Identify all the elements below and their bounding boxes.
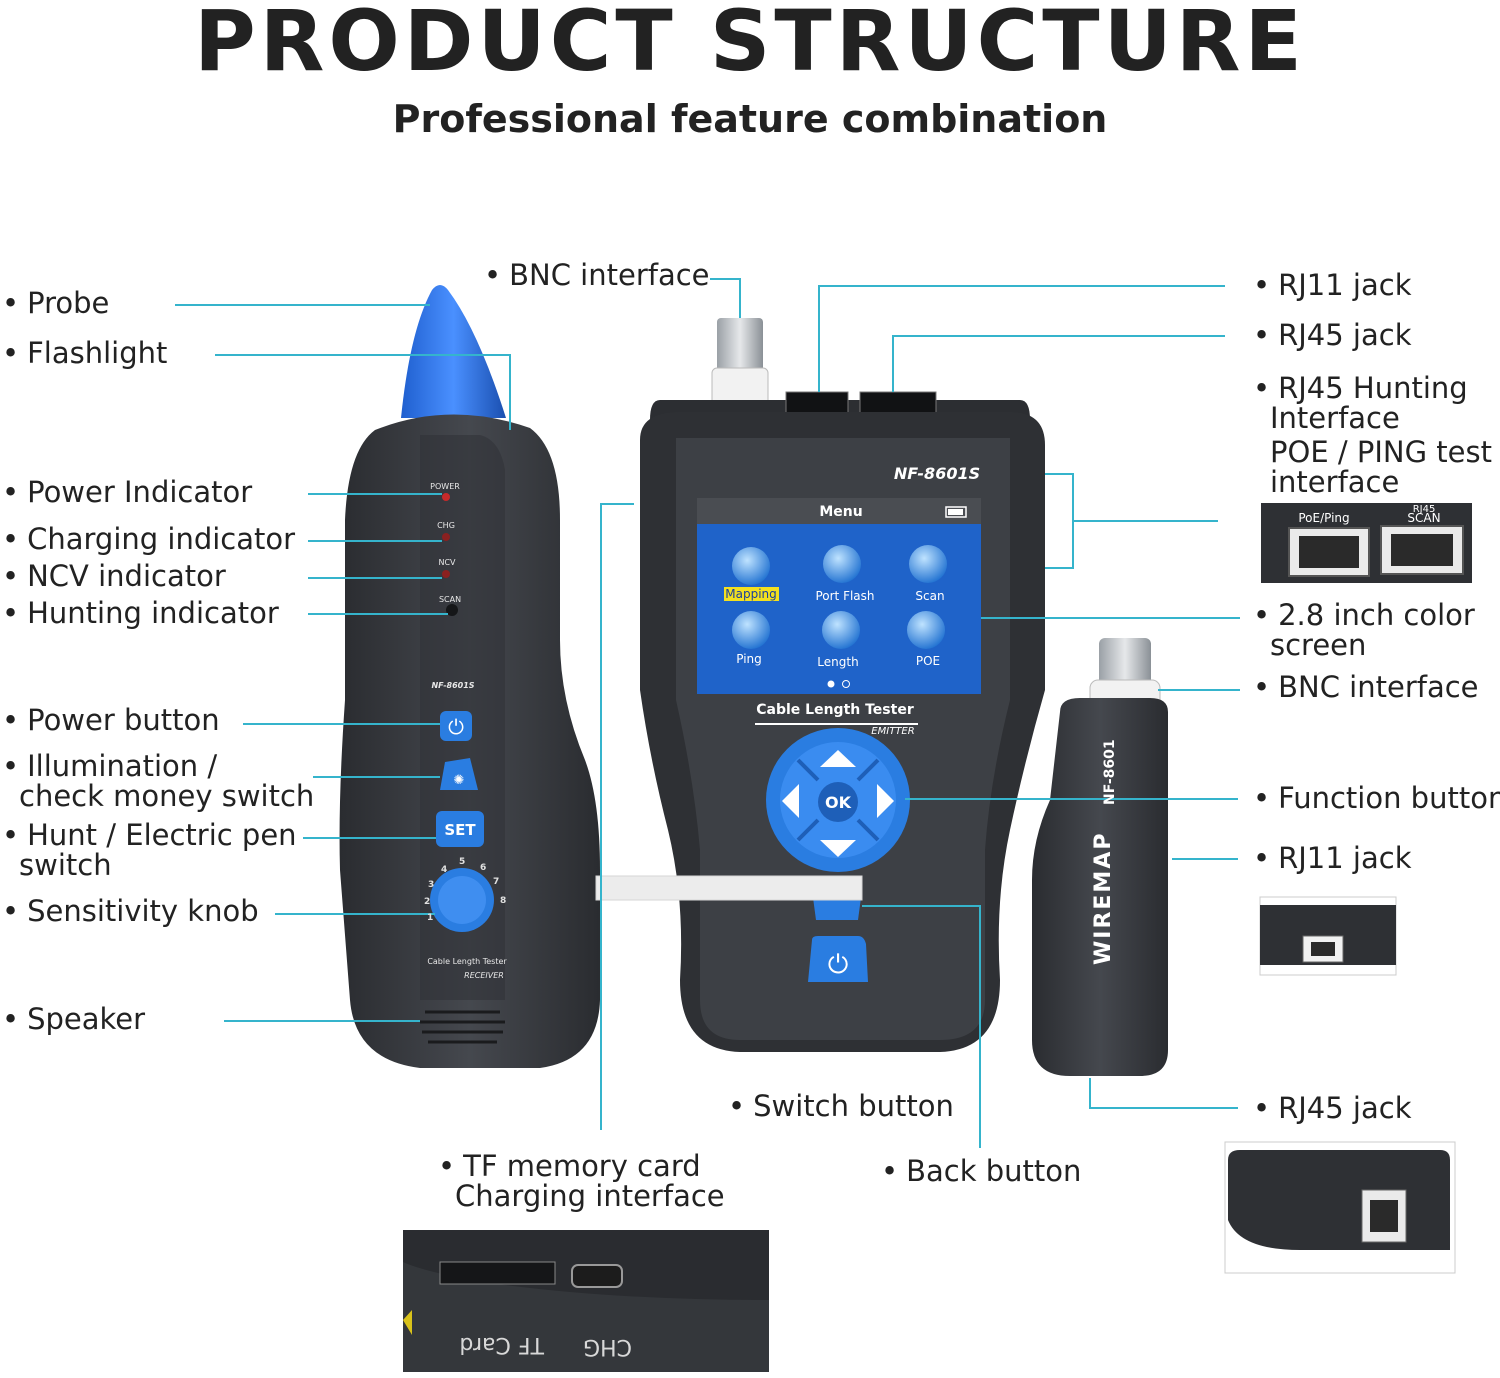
emitter-device: ⏻: [640, 318, 1045, 1052]
inset-rj45: [1224, 1141, 1456, 1274]
page-subtitle: Professional feature combination: [392, 97, 1108, 141]
emitter-power-button: [808, 936, 868, 982]
label-ncv-indicator: •NCV indicator: [2, 559, 226, 593]
label-hunt-switch: •Hunt / Electric pen switch: [2, 818, 297, 882]
label-power-indicator: •Power Indicator: [2, 475, 253, 509]
label-color-screen: •2.8 inch color screen: [1253, 598, 1475, 662]
label-flashlight: •Flashlight: [2, 336, 168, 370]
leader-lines: [175, 278, 1240, 1148]
label-bnc-top: •BNC interface: [484, 258, 710, 292]
label-hunting-indicator: •Hunting indicator: [2, 596, 279, 630]
remote-device: [1032, 638, 1168, 1076]
label-rj45-right: •RJ45 jack: [1253, 1091, 1412, 1125]
svg-text:⏻: ⏻: [448, 715, 464, 739]
inset-poe-ping: [1261, 503, 1472, 583]
label-function-button: •Function button: [1253, 781, 1500, 815]
label-power-button: •Power button: [2, 703, 220, 737]
label-rj11-top: •RJ11 jack: [1253, 268, 1412, 302]
inset-rj11: [1259, 896, 1397, 976]
receiver-probe: [401, 285, 506, 418]
label-tf-memory-card: •TF memory card Charging interface: [438, 1149, 725, 1213]
label-rj45-top: •RJ45 jack: [1253, 318, 1412, 352]
label-charging-indicator: •Charging indicator: [2, 522, 296, 556]
label-rj11-right: •RJ11 jack: [1253, 841, 1412, 875]
label-switch-button: •Switch button: [728, 1089, 954, 1123]
label-rj45-hunting: •RJ45 Hunting Interface POE / PING test …: [1253, 371, 1492, 499]
label-bnc-right: •BNC interface: [1253, 670, 1479, 704]
label-speaker: •Speaker: [2, 1002, 146, 1036]
receiver-set-button: [436, 811, 484, 847]
inset-tf-card: [403, 1230, 769, 1372]
receiver-device: ⏻ ✺: [339, 285, 600, 1068]
page-title: PRODUCT STRUCTURE: [194, 0, 1306, 90]
receiver-illumination-button: [440, 758, 478, 790]
svg-text:⏻: ⏻: [828, 950, 849, 980]
label-back-button: •Back button: [881, 1154, 1082, 1188]
label-illumination-switch: •Illumination / check money switch: [2, 749, 315, 813]
label-sensitivity-knob: •Sensitivity knob: [2, 894, 259, 928]
svg-text:✺: ✺: [454, 773, 465, 788]
label-probe: •Probe: [2, 286, 110, 320]
receiver-power-button: [440, 711, 472, 741]
remote-body: [1032, 698, 1168, 1076]
